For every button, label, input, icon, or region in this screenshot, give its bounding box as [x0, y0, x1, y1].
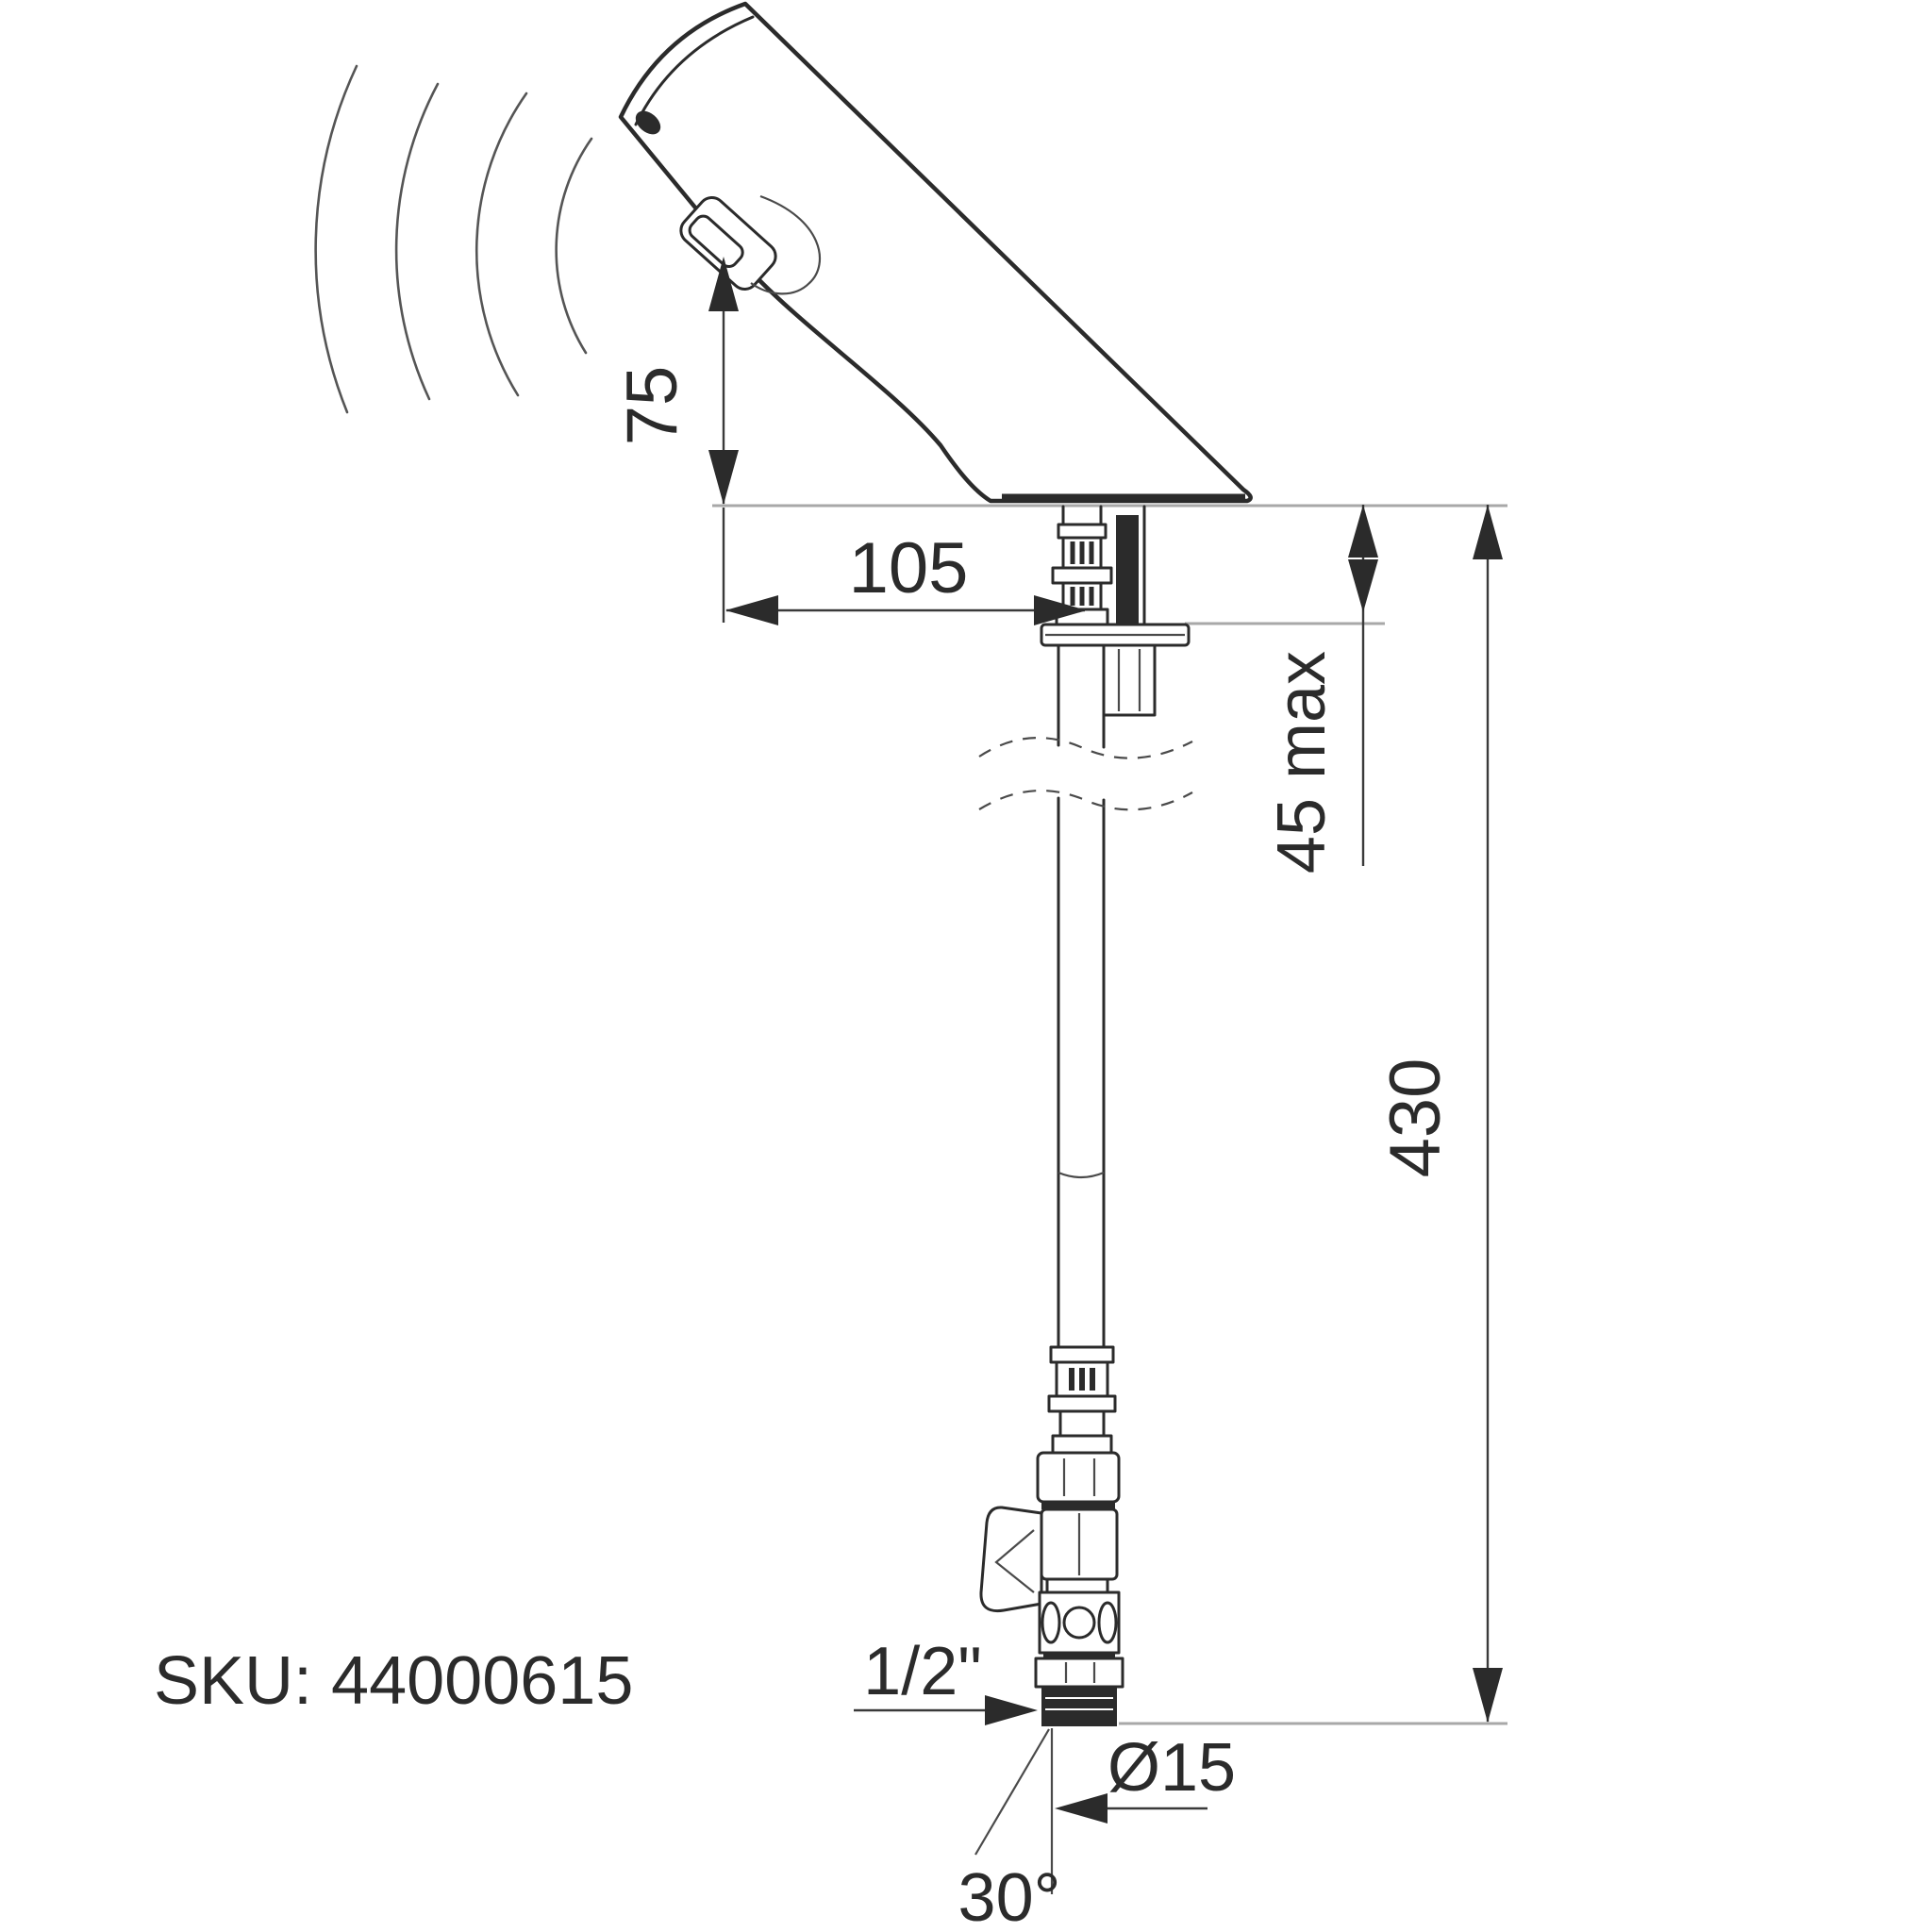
faucet-body-outline: [618, 1, 1253, 504]
cap-seam-line: [634, 15, 755, 126]
dimension-75: 75: [612, 257, 739, 623]
outlet-hex: [1034, 1657, 1124, 1689]
faucet-body: [618, 1, 1253, 504]
dimension-430-label: 430: [1375, 1058, 1456, 1178]
ball-joint: [1038, 1591, 1121, 1655]
sensor-wave-2: [475, 92, 528, 397]
deck-plate: [1040, 623, 1191, 647]
dimension-45max-label: 45 max: [1264, 651, 1340, 874]
angle-leader-line: [974, 1728, 1050, 1856]
dimension-angle-30-label: 30°: [958, 1860, 1061, 1932]
arrow-left-icon: [1055, 1793, 1108, 1824]
water-guard-curve: [750, 194, 822, 295]
dimension-half-inch-label: 1/2": [863, 1634, 982, 1709]
dimension-diameter-15-label: Ø15: [1108, 1730, 1236, 1806]
collar: [1047, 1394, 1117, 1413]
dimension-45max: 45 max: [1264, 505, 1378, 874]
mounting-nut: [1102, 643, 1157, 717]
hose-joint-line: [1058, 1171, 1105, 1179]
valve-handle-detail: [994, 1529, 1035, 1593]
shank-collar: [1051, 566, 1113, 585]
dimension-75-label: 75: [612, 366, 692, 446]
arrow-up-icon: [708, 257, 739, 311]
sku-label: SKU: 44000615: [154, 1643, 633, 1719]
dimension-430: 430: [1375, 505, 1503, 1723]
union-hex-nut: [1036, 1451, 1121, 1504]
dimension-105: 105: [725, 528, 1087, 625]
ball-joint-side: [1041, 1601, 1061, 1644]
break-curve-bottom: [978, 789, 1193, 811]
sensor-aerator: [679, 196, 777, 291]
ball-joint-side: [1097, 1601, 1118, 1644]
hose-break-symbol: [978, 737, 1193, 811]
mounting-stud: [1116, 515, 1139, 625]
dimension-half-inch: 1/2": [854, 1634, 1038, 1725]
dimension-105-label: 105: [849, 528, 969, 608]
arrow-left-icon: [725, 595, 778, 625]
sensor-eye-dot: [635, 110, 661, 135]
gasket: [1041, 1502, 1115, 1509]
stop-valve: [979, 1345, 1124, 1726]
arrow-up-icon: [1473, 505, 1503, 559]
hose-end-collar: [1049, 1345, 1115, 1364]
break-curve-top: [978, 737, 1193, 759]
dimension-diameter-15: Ø15: [1050, 1728, 1236, 1894]
dimension-angle-30: 30°: [958, 1728, 1061, 1932]
aerator-inner: [688, 214, 744, 269]
arrow-right-icon: [985, 1695, 1038, 1725]
shank-collar: [1057, 523, 1108, 540]
arrow-right-icon: [1034, 595, 1087, 625]
threaded-outlet: [1041, 1687, 1117, 1726]
threaded-outlet-body: [1041, 1687, 1117, 1726]
reference-lines: [712, 504, 1507, 1725]
sensor-wave-4: [314, 64, 358, 414]
sensor-wave-1: [555, 137, 593, 355]
collar: [1051, 1434, 1113, 1455]
valve-handle: [979, 1506, 1043, 1613]
collar: [1045, 1577, 1109, 1594]
arrow-up-icon: [1348, 505, 1378, 558]
arrow-down-icon: [1473, 1668, 1503, 1723]
ball-joint-ball: [1062, 1606, 1096, 1640]
sensor-wave-3: [394, 82, 440, 401]
neck: [1058, 1409, 1106, 1438]
sensor-waves-icon: [314, 64, 593, 414]
arrow-down-icon: [1348, 559, 1378, 612]
gasket: [1043, 1653, 1115, 1658]
arrow-down-icon: [708, 450, 739, 505]
mounting-nut-body: [1102, 643, 1157, 717]
